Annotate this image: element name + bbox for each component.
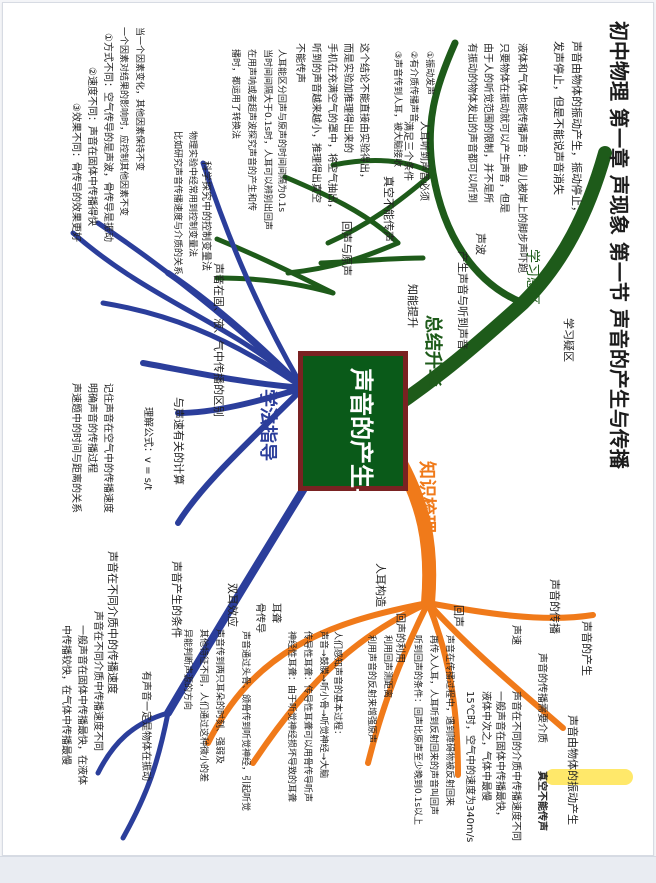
lower-text-27: 声音传到两只耳朵的时刻、强弱及: [214, 629, 224, 765]
upper-text-6: 有振动的物体发出的声音都可以听到: [466, 43, 477, 203]
upper-text-16: 不能传声: [294, 43, 305, 83]
lower-text-5: 真空不能传声: [536, 771, 547, 831]
method-text-9: 记住声音在空气中的传播速度: [102, 383, 113, 513]
upper-text-23: 比如研究声音传播速度与介质的关系: [172, 131, 182, 276]
lower-text-24: 骨传导: [254, 603, 265, 633]
upper-label-6: 学习疑区: [562, 318, 575, 362]
center-title: 声音的产生与传播: [347, 368, 376, 560]
lower-text-20: 声音→鼓膜→听小骨→听觉神经→大脑: [318, 631, 328, 779]
lower-text-29: 异能判断声源的方向: [182, 629, 192, 711]
upper-text-5: 由于人的听觉范围的限制，并不是所: [482, 43, 493, 203]
lower-text-2: 声音由物体的振动产生: [566, 715, 579, 825]
lower-text-23: 耳聋: [270, 603, 281, 623]
upper-text-20: 播时，都运用了转换法: [230, 49, 240, 140]
lower-text-16: 利用回声测距离: [382, 635, 392, 699]
method-text-7: 与声速有关的计算: [172, 397, 185, 485]
page-title: 初中物理 第一章 声现象 第一节 声音的产生与传播: [607, 21, 631, 469]
upper-label-4: 回声与原声: [340, 221, 353, 276]
lower-text-3: 声音的传播: [548, 579, 561, 634]
upper-text-21: 科学探究中的控制变量法: [200, 161, 211, 271]
center-box-fill: [303, 356, 403, 486]
highlight-pill: [545, 769, 633, 785]
branch-method-label: 学法指导: [257, 389, 278, 461]
upper-text-14: 手机在充满空气的罩中，将空气抽出，: [326, 43, 337, 213]
method-text-16: 当一个因素变化，其他因素保持不变: [134, 27, 144, 172]
lower-text-14: 听到回声的条件：回声比原声至少晚到0.1s以上: [412, 635, 422, 826]
method-text-1: 声音产生的条件: [170, 561, 183, 638]
upper-text-10: 人耳听到声音必须: [418, 121, 429, 201]
lower-text-7: 声音在不同的介质中传播速度不同: [510, 691, 521, 841]
method-text-6: 中传播较快，在气体中传播最慢: [60, 625, 71, 765]
method-text-3: 声音在不同介质中的传播速度: [106, 551, 119, 694]
lower-text-8: 一般声音在固体中传播最快，: [494, 691, 505, 821]
branch-summary-label: 总结升华: [422, 315, 443, 387]
method-text-17: 一个因素对结果的影响时，应控制其他因素不变: [118, 27, 128, 217]
mind-map-canvas: [70, 39, 633, 841]
method-text-5: 一般声音在固体中传播最快，在液体: [76, 625, 87, 785]
lower-text-6: 声速: [510, 625, 521, 645]
lower-text-12: 声音在传播过程中，遇到障碍物被反射回来: [444, 635, 454, 807]
lower-text-25: 声音通过头骨、颌骨传到听觉神经，引起听觉: [240, 631, 250, 812]
method-text-4: 声音在不同介质中传播速度不同: [92, 611, 103, 751]
lower-text-18: 人耳构造: [374, 563, 387, 607]
lower-text-21: 传导性耳聋：传导性耳聋可以用骨传导听声: [302, 631, 312, 803]
upper-text-17: 人耳能区分回声与原声的时间间隔为0.1s: [276, 49, 286, 213]
upper-text-22: 物理实验中经常用到控制变量法: [187, 131, 197, 258]
upper-text-4: 只要物体在振动就可以产生声音，但是: [498, 43, 509, 213]
upper-text-2: 发声停止，但是不能说声音消失: [552, 41, 565, 195]
mind-map-page: 初中物理 第一章 声现象 第一节 声音的产生与传播 学习感区 声音的产生与传播 …: [2, 2, 654, 856]
method-text-12: 声音在固、液、气中传播的区别: [212, 263, 225, 417]
upper-text-1: 声音由物体的振动产生，振动停止，: [570, 41, 583, 217]
lower-text-19: 人们感知声音的基本过程：: [332, 631, 342, 740]
upper-text-7: ①振动发声: [424, 51, 434, 96]
upper-text-19: 在用声呐或者超声波探究声音的产生和传: [246, 49, 256, 212]
upper-text-12: 这个结论不能直接由实验得出，: [358, 43, 369, 183]
lower-text-4: 声音的传播需要介质: [536, 653, 547, 743]
lower-text-28: 其他特征不同，人们通过这种微小的差: [198, 629, 208, 783]
method-text-15: ③效果不同：骨传导的效果更好: [70, 103, 81, 242]
upper-text-18: 当时间间隔大于0.1s时，人耳可以辨别出回声: [262, 49, 272, 231]
branch-knowledge-label: 知识梳理: [416, 461, 437, 533]
upper-label-2: 产生声音与听到声音: [456, 251, 469, 350]
upper-text-15: 听到的声音越来越小，推理得出真空: [310, 43, 321, 203]
method-text-8: 理解公式：v = s/t: [142, 407, 153, 491]
upper-text-11: 满足三个条件: [402, 121, 413, 181]
lower-text-9: 液体中次之，气体中最慢: [480, 691, 491, 801]
lower-text-10: 15℃时，空气中的速度为340m/s: [464, 691, 475, 843]
lower-text-1: 声音的产生: [580, 621, 593, 676]
method-text-10: 明确声音的传播过程: [86, 383, 97, 473]
lower-text-26: 双耳效应: [226, 583, 239, 627]
upper-label-1: 声波: [474, 233, 487, 255]
upper-text-3: 液体和气体也能传播声音：鱼儿被岸上的脚步声吓跑: [516, 43, 527, 273]
lower-text-17: 利用声音的反射来增强原声: [366, 635, 376, 744]
method-text-13: ①方式不同：空气传导的是声波，骨传导是振动: [102, 33, 113, 242]
upper-label-3: 真空不能传声: [382, 176, 395, 242]
method-text-14: ②速度不同：声音在固体中传播得快: [86, 67, 97, 226]
bottom-bar: [0, 856, 656, 883]
upper-text-13: 而是实验加推理得出来的: [342, 43, 353, 153]
lower-text-11: 回声: [452, 605, 465, 627]
method-text-11: 声速题中的时间与距离的关系: [70, 383, 81, 513]
upper-label-5: 知能提升: [406, 284, 419, 328]
lower-text-13: 再传入人耳，人耳听到反射回来的声音叫回声: [428, 635, 438, 816]
lower-text-15: 回声的利用: [394, 613, 405, 663]
method-text-2: 有声音一定是物体在振动: [140, 671, 151, 781]
upper-text-8: ②有介质传播声音: [408, 51, 418, 123]
lower-text-22: 神经性耳聋：由于听觉神经损坏导致的耳聋: [286, 631, 296, 803]
